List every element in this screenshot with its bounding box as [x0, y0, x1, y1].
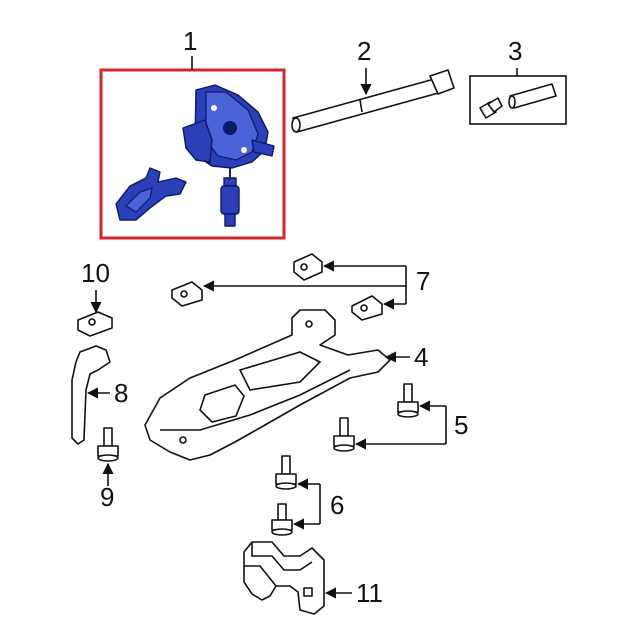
support-bracket[interactable]	[71, 345, 111, 445]
callout-6: 6	[330, 490, 344, 520]
callout-3: 3	[508, 36, 522, 66]
callout-1: 1	[183, 26, 197, 56]
leader-5	[354, 400, 447, 450]
bolt-9[interactable]	[97, 427, 119, 462]
bolt-6-upper[interactable]	[275, 455, 297, 490]
clip-nut-right[interactable]	[351, 295, 383, 321]
hoist-body	[182, 84, 275, 169]
spacer-block[interactable]	[243, 541, 325, 615]
leader-6	[292, 478, 321, 530]
jack-parts-kit[interactable]	[469, 75, 567, 125]
leader-7	[202, 260, 407, 310]
callout-5: 5	[454, 410, 468, 440]
callout-9: 9	[100, 482, 114, 512]
clip-nut-left[interactable]	[171, 281, 203, 307]
mounting-plate[interactable]	[144, 309, 391, 461]
callout-11: 11	[356, 578, 383, 608]
callout-4: 4	[414, 342, 428, 372]
callout-10: 10	[81, 258, 110, 288]
bolt-5-upper[interactable]	[397, 383, 419, 418]
hoist-bracket	[115, 167, 187, 221]
callout-7: 7	[416, 266, 430, 296]
callout-2: 2	[357, 36, 371, 66]
bolt-6-lower[interactable]	[271, 503, 293, 536]
jack-handle-extension[interactable]	[291, 69, 455, 133]
spare-tire-hoist-assembly[interactable]	[99, 68, 286, 240]
bolt-5-lower[interactable]	[333, 417, 355, 452]
clip-nut-10[interactable]	[77, 311, 113, 337]
callout-8: 8	[114, 378, 128, 408]
clip-nut-upper[interactable]	[293, 253, 323, 281]
hoist-shaft	[220, 168, 240, 227]
